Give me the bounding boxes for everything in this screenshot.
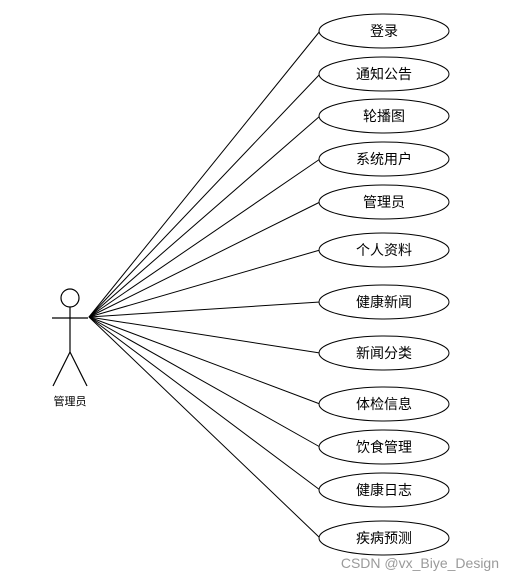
use-case-ellipse (318, 141, 450, 177)
actor-label: 管理员 (54, 394, 87, 408)
use-case-label: 健康日志 (356, 482, 412, 499)
use-case-label: 个人资料 (356, 243, 412, 259)
use-case-ellipse (318, 184, 450, 220)
association-line (88, 301, 321, 318)
use-case: 个人资料 (318, 232, 450, 268)
use-case-ellipse (318, 429, 450, 465)
use-case-label: 体检信息 (356, 396, 412, 413)
use-cases: 登录通知公告轮播图系统用户管理员个人资料健康新闻新闻分类体检信息饮食管理健康日志… (318, 13, 450, 556)
use-case-label: 饮食管理 (356, 439, 412, 456)
use-case: 饮食管理 (318, 429, 450, 465)
association-line (88, 316, 321, 491)
use-case: 新闻分类 (318, 335, 450, 371)
association-line (88, 30, 321, 318)
use-case: 通知公告 (318, 56, 450, 92)
use-case-ellipse (318, 56, 450, 92)
watermark: CSDN @vx_Biye_Design (340, 555, 499, 571)
association-line (88, 316, 321, 448)
use-case-label: 管理员 (363, 195, 405, 211)
use-case-label: 通知公告 (356, 66, 412, 83)
use-case: 健康新闻 (318, 284, 450, 320)
association-line (88, 158, 321, 318)
association-line (88, 316, 321, 539)
use-case-ellipse (318, 232, 450, 268)
use-case: 体检信息 (318, 386, 450, 422)
actor-right-leg (69, 351, 88, 387)
use-case-label: 登录 (370, 24, 398, 40)
association-line (88, 316, 321, 405)
association-lines (88, 30, 321, 539)
use-case: 健康日志 (318, 472, 450, 508)
use-case-ellipse (318, 472, 450, 508)
use-case-ellipse (318, 520, 450, 556)
use-case: 登录 (318, 13, 450, 49)
use-case-ellipse (318, 335, 450, 371)
use-case-ellipse (318, 284, 450, 320)
association-line (88, 201, 321, 318)
use-case-label: 系统用户 (356, 151, 412, 168)
use-case-label: 新闻分类 (356, 346, 412, 362)
use-case-label: 疾病预测 (356, 531, 412, 547)
use-case: 管理员 (318, 184, 450, 220)
use-case-label: 轮播图 (363, 109, 405, 125)
use-case-ellipse (318, 386, 450, 422)
association-line (88, 316, 321, 354)
use-case: 轮播图 (318, 98, 450, 134)
use-case: 疾病预测 (318, 520, 450, 556)
use-case: 系统用户 (318, 141, 450, 177)
use-case-label: 健康新闻 (356, 294, 412, 311)
actor-left-leg (52, 351, 71, 387)
association-line (88, 115, 321, 318)
actor-head (60, 288, 80, 308)
use-case-ellipse (318, 98, 450, 134)
actor: 管理员 (52, 288, 88, 408)
association-line (88, 249, 321, 318)
association-line (88, 73, 321, 318)
use-case-ellipse (318, 13, 450, 49)
